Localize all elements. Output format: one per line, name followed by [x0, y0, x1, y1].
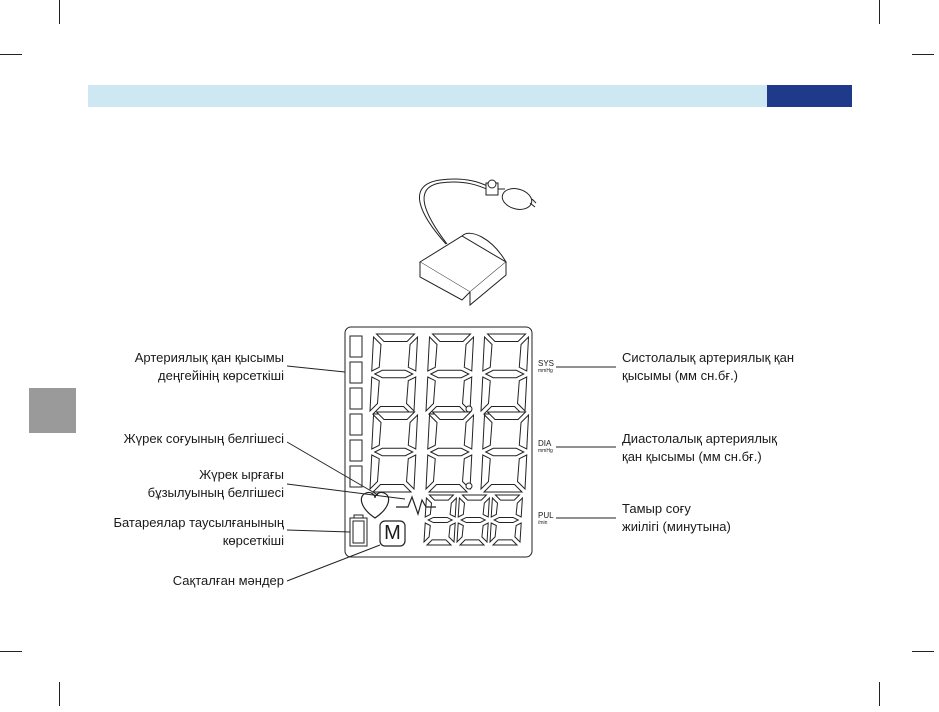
lcd-segment	[482, 484, 524, 493]
lcd-segment	[463, 413, 475, 450]
lcd-dot	[465, 405, 473, 413]
lcd-segment	[518, 335, 530, 372]
pressure-level-indicator	[349, 335, 363, 488]
pul-unit: /min	[538, 520, 548, 526]
crop-mark	[59, 0, 60, 24]
lcd-segment	[429, 369, 470, 379]
crop-mark	[912, 651, 934, 652]
lcd-segment	[423, 522, 431, 544]
lcd-segment	[429, 447, 470, 457]
lcd-segment	[457, 496, 466, 518]
lcd-segment	[514, 522, 522, 544]
crop-mark	[912, 54, 934, 55]
side-tab	[29, 388, 76, 433]
pul-label: PUL	[538, 511, 554, 520]
lcd-segment	[493, 516, 520, 524]
lcd-segment	[425, 539, 453, 546]
lcd-segment	[371, 413, 382, 450]
lcd-segment	[448, 522, 456, 544]
lcd-segment	[462, 454, 473, 491]
arrhythmia-symbol-label: Жүрек ырғағы бұзылуының белгішесі	[147, 467, 284, 500]
lcd-segment	[425, 376, 436, 413]
lcd-segment	[427, 335, 438, 372]
lcd-segment	[369, 454, 380, 491]
lcd-segment	[517, 376, 528, 413]
lcd-segment	[486, 333, 527, 342]
lcd-segment	[486, 411, 527, 420]
arrhythmia-wave-icon	[396, 495, 436, 516]
lcd-segment	[481, 522, 489, 544]
lcd-segment	[480, 454, 491, 491]
dia-unit: mmHg	[538, 448, 553, 454]
pulse-label: Тамыр соғу жиілігі (минутына)	[622, 501, 731, 534]
diastolic-label: Диастолалық артериялық қан қысымы (мм сн…	[622, 431, 777, 464]
lcd-segment	[456, 522, 464, 544]
lcd-segment	[406, 454, 417, 491]
lcd-segment	[482, 335, 493, 372]
lcd-segment	[425, 454, 436, 491]
pressure-indicator-label: Артериялық қан қысымы деңгейінің көрсетк…	[134, 350, 284, 383]
lcd-segment	[371, 484, 413, 493]
sys-label: SYS	[538, 359, 555, 368]
lcd-digits	[369, 333, 530, 546]
lcd-segment	[431, 333, 472, 342]
lcd-segment	[369, 376, 380, 413]
lcd-segment	[461, 494, 488, 501]
lcd-segment	[427, 484, 469, 493]
lcd-segment	[490, 496, 499, 518]
heartbeat-symbol-label: Жүрек соғуының белгішесі	[123, 431, 284, 446]
lcd-segment	[407, 413, 419, 450]
lcd-segment	[458, 539, 486, 546]
crop-mark	[59, 682, 60, 706]
lcd-segment	[463, 335, 475, 372]
memory-label: Сақталған мәндер	[172, 573, 284, 588]
lcd-segment	[375, 411, 416, 420]
memory-symbol: M	[384, 522, 401, 544]
low-battery-label: Батареялар таусылғанының көрсеткіші	[113, 515, 284, 548]
sys-unit: mmHg	[538, 368, 553, 374]
crop-mark	[0, 651, 22, 652]
dia-label: DIA	[538, 439, 552, 448]
lcd-segment	[482, 413, 493, 450]
lcd-segment	[489, 522, 497, 544]
lcd-segment	[482, 496, 490, 518]
lcd-segment	[494, 494, 521, 501]
lcd-segment	[428, 494, 455, 501]
lcd-dot	[465, 482, 473, 490]
crop-mark	[0, 54, 22, 55]
lcd-segment	[460, 516, 487, 524]
lcd-segment	[407, 335, 419, 372]
heart-icon	[360, 491, 390, 519]
lcd-segment	[518, 413, 530, 450]
cuff-illustration	[419, 178, 537, 307]
lcd-segment	[515, 496, 523, 518]
header-accent-block	[767, 85, 852, 107]
lcd-segment	[375, 333, 416, 342]
lcd-segment	[517, 454, 528, 491]
lcd-segment	[427, 516, 454, 524]
memory-icon	[379, 520, 406, 547]
header-bar	[88, 85, 767, 107]
leader-lines	[286, 365, 616, 582]
lcd-segment	[427, 413, 438, 450]
lcd-segment	[484, 369, 525, 379]
lcd-segment	[491, 539, 519, 546]
crop-mark	[879, 0, 880, 24]
lcd-segment	[406, 376, 417, 413]
lcd-segment	[431, 411, 472, 420]
lcd-segment	[371, 335, 382, 372]
lcd-segment	[449, 496, 457, 518]
lcd-segment	[373, 369, 414, 379]
lcd-segment	[484, 447, 525, 457]
lcd-segment	[480, 376, 491, 413]
lcd-segment	[373, 447, 414, 457]
crop-mark	[879, 682, 880, 706]
systolic-label: Систолалық артериялық қан қысымы (мм сн.…	[622, 350, 795, 383]
lcd-segment	[462, 376, 473, 413]
